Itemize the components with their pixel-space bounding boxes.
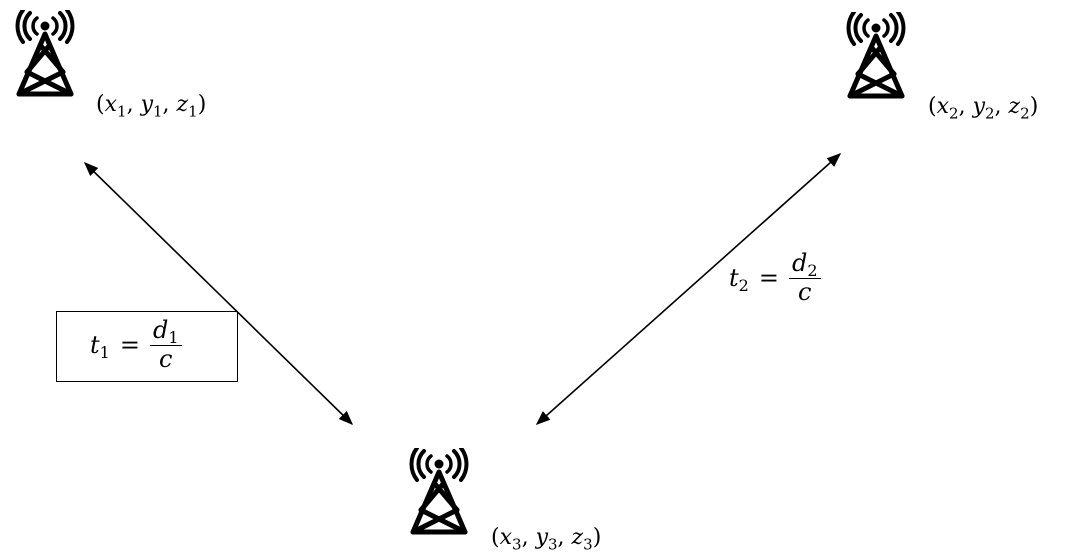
formula-t1-lhs: t1 [90,331,110,362]
tower-3 [399,448,479,538]
arrow-tower2-tower3 [535,153,842,425]
coord-label-2: (x2, y2, z2) [928,94,1039,123]
formula-t1: t1 = d1 c [90,317,182,374]
formula-box [56,311,238,382]
formula-t2-denominator: c [798,278,812,307]
coord-label-3: (x3, y3, z3) [491,525,602,554]
formula-t2: t2 = d2 c [729,250,821,307]
tower-2 [836,12,916,102]
formula-t2-equals: = [758,264,779,293]
cell-tower-icon [836,12,916,102]
formula-t1-denominator: c [159,345,173,374]
cell-tower-icon [5,10,85,100]
formula-t1-fraction: d1 c [149,317,182,374]
tower-1 [5,10,85,100]
cell-tower-icon [399,448,479,538]
formula-t2-fraction: d2 c [788,250,821,307]
formula-t1-numerator: d1 [149,317,182,347]
coord-label-1: (x1, y1, z1) [96,92,207,121]
formula-t2-numerator: d2 [788,250,821,280]
arrow-tower1-tower3 [83,161,354,426]
formula-t2-lhs: t2 [729,264,749,295]
formula-t1-equals: = [119,331,140,360]
